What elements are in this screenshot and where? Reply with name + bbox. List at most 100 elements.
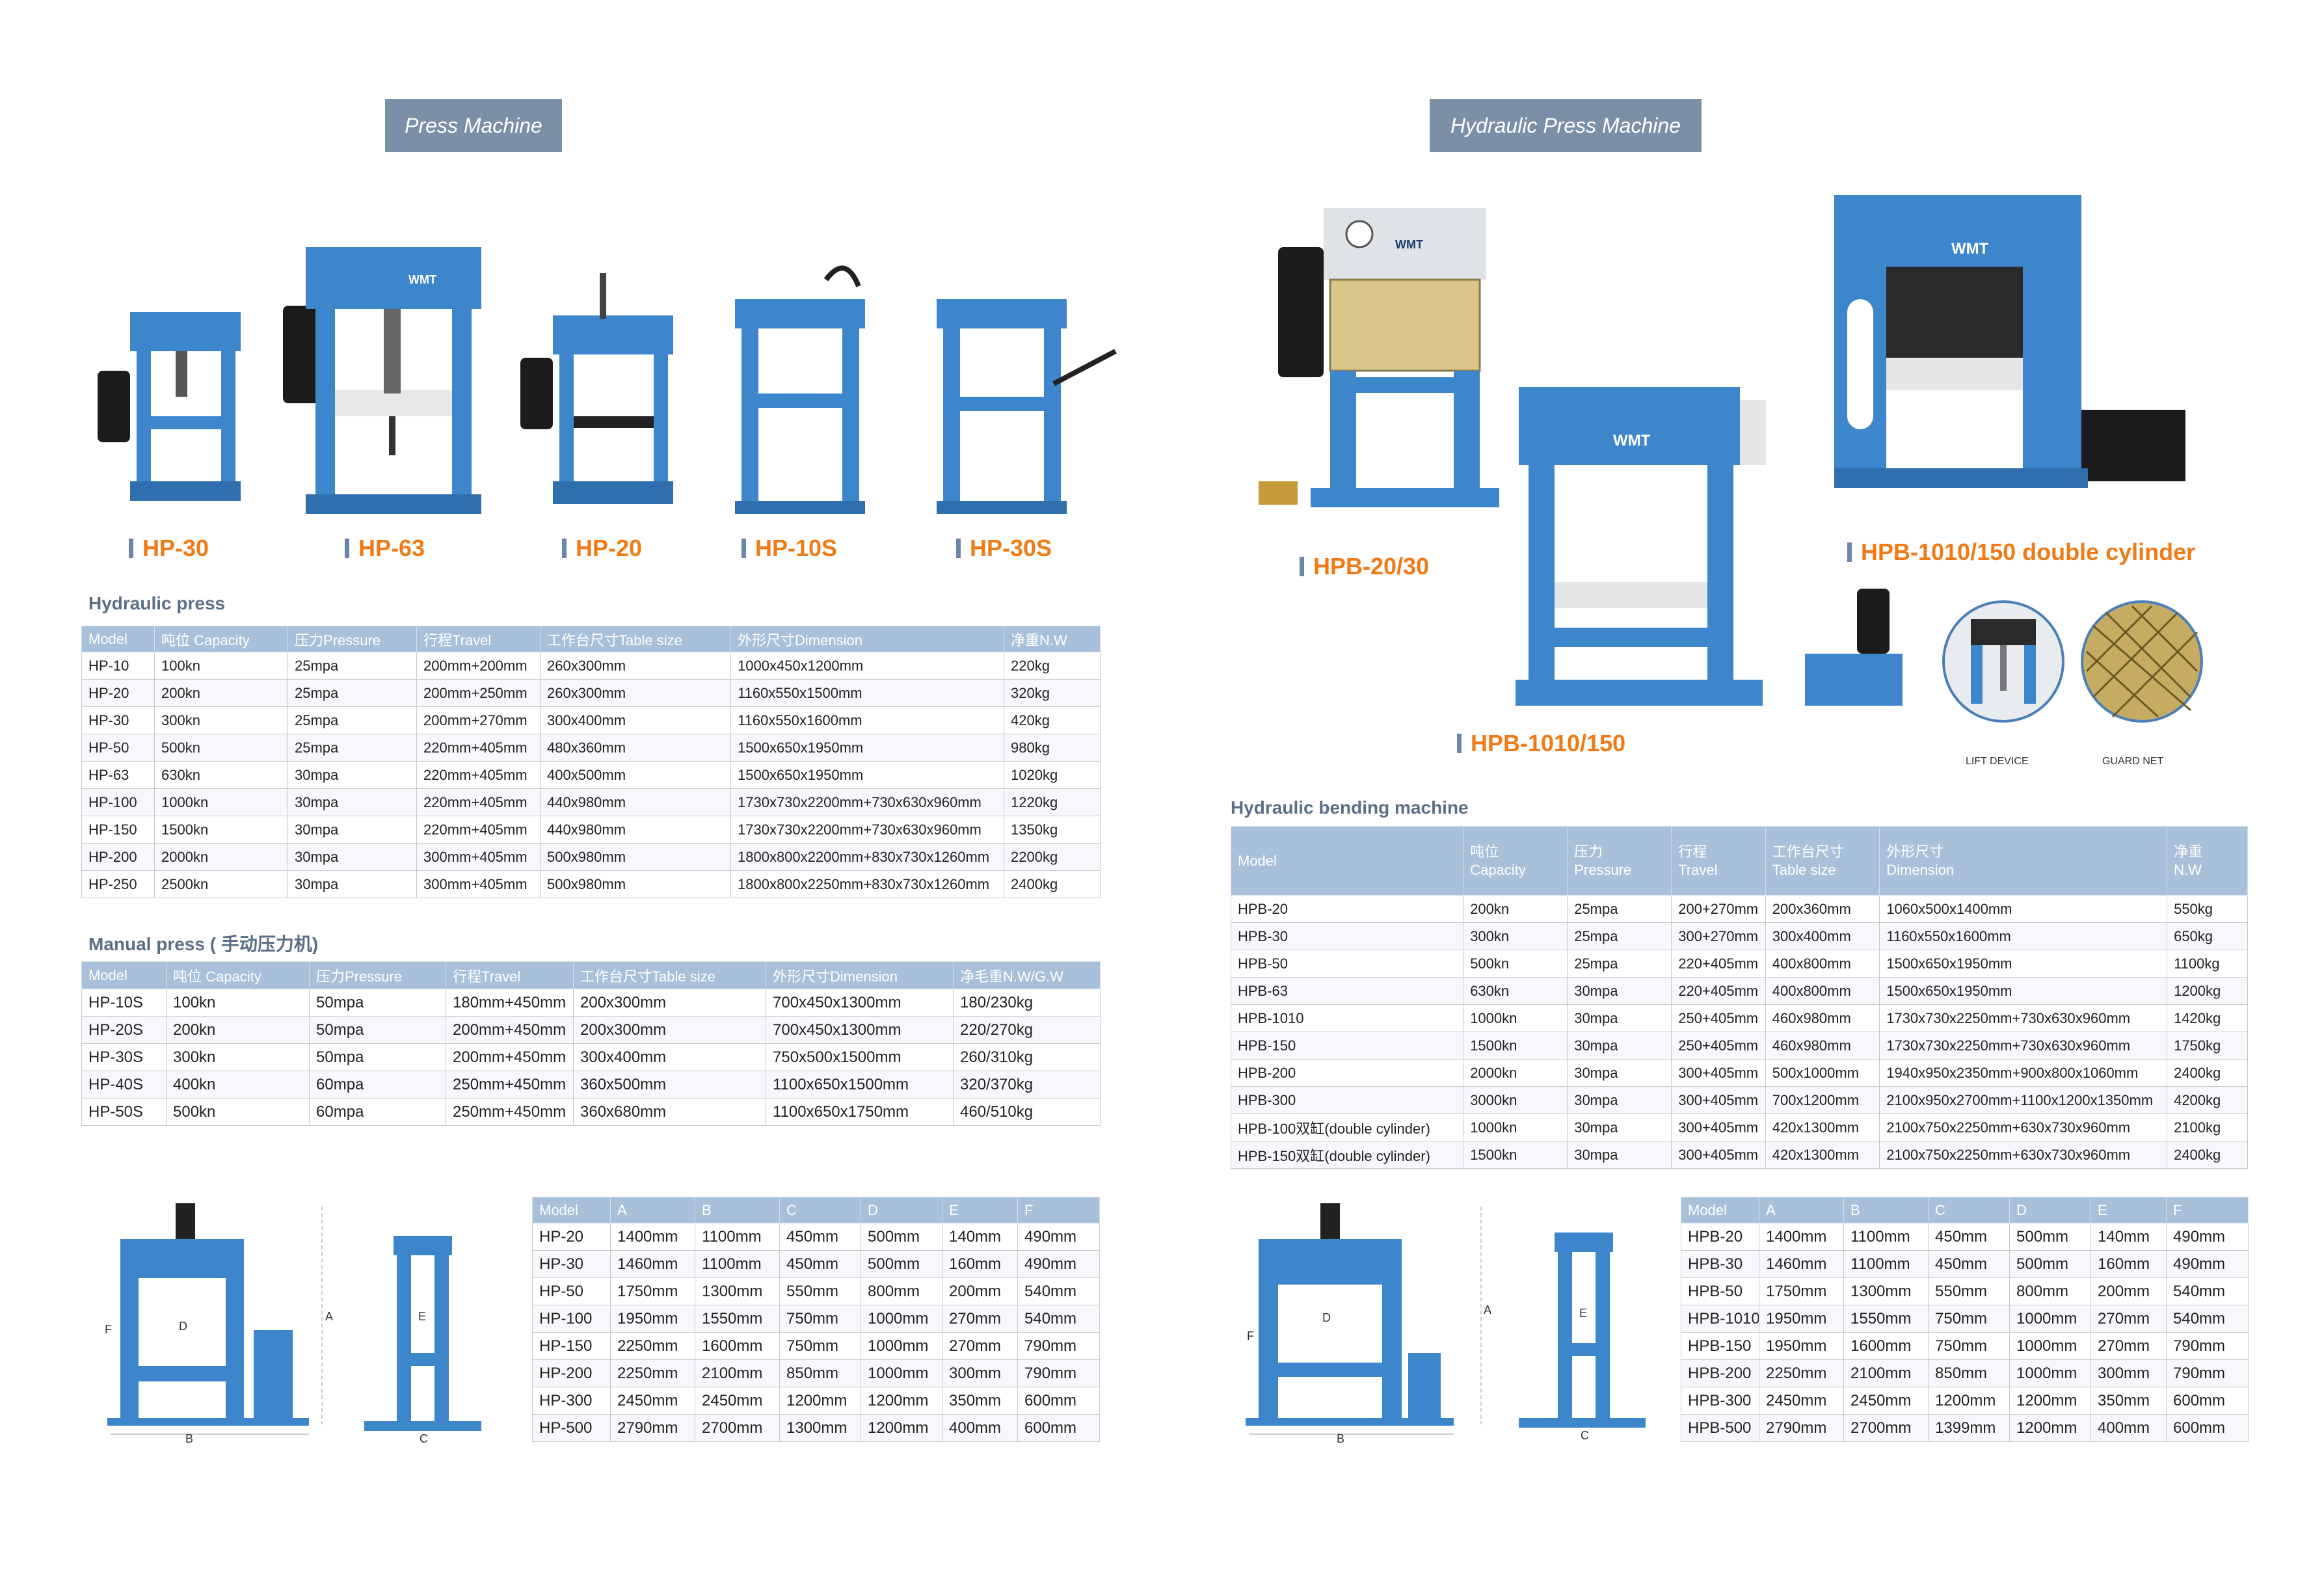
guard-net-caption: GUARD NET bbox=[2102, 756, 2164, 767]
table-cell: HPB-150 bbox=[1681, 1332, 1759, 1360]
table-cell: HP-10 bbox=[81, 652, 155, 680]
table-cell: 1800x800x2250mm+830x730x1260mm bbox=[730, 870, 1004, 898]
table-cell: 1300mm bbox=[1843, 1277, 1929, 1305]
table-cell: 2450mm bbox=[610, 1387, 695, 1415]
table-cell: HPB-30 bbox=[1681, 1250, 1759, 1278]
table-cell: 50mpa bbox=[309, 1043, 446, 1071]
col-header: 净毛重N.W/G.W bbox=[953, 961, 1101, 989]
table-cell: 1160x550x1600mm bbox=[1879, 922, 2168, 950]
col-header: 行程Travel bbox=[416, 626, 541, 652]
table-cell: HP-50S bbox=[81, 1098, 167, 1126]
table-cell: 270mm bbox=[942, 1332, 1018, 1360]
col-header: 净重N.W bbox=[1004, 626, 1101, 652]
table-cell: 2450mm bbox=[1759, 1387, 1844, 1415]
table-cell: 1750mm bbox=[1759, 1277, 1844, 1305]
table-cell: 220mm+405mm bbox=[416, 734, 541, 762]
table-cell: 550kg bbox=[2167, 895, 2248, 923]
table-cell: HP-10S bbox=[81, 989, 167, 1017]
table-cell: 1950mm bbox=[1759, 1332, 1844, 1360]
dim-letter-a: A bbox=[325, 1310, 333, 1323]
table-cell: 1800x800x2200mm+830x730x1260mm bbox=[730, 843, 1004, 871]
table-cell: 420x1300mm bbox=[1765, 1141, 1880, 1169]
table-cell: 540mm bbox=[1017, 1305, 1100, 1333]
col-header: A bbox=[1759, 1197, 1844, 1223]
table-cell: 1400mm bbox=[610, 1223, 695, 1251]
table-cell: 1100x650x1500mm bbox=[766, 1071, 954, 1099]
table-cell: 260x300mm bbox=[540, 652, 731, 680]
table-cell: 250+405mm bbox=[1671, 1004, 1766, 1032]
col-header: 压力Pressure bbox=[287, 626, 417, 652]
col-header: F bbox=[2166, 1197, 2249, 1223]
table-cell: 700x450x1300mm bbox=[766, 989, 954, 1017]
col-header: 吨位 Capacity bbox=[166, 961, 310, 989]
table-cell: 300mm+405mm bbox=[416, 843, 541, 871]
hp-20-illustration bbox=[520, 273, 673, 504]
table-cell: 200x300mm bbox=[573, 989, 766, 1017]
table-cell: HP-200 bbox=[532, 1359, 611, 1387]
table-cell: HP-50 bbox=[81, 734, 155, 762]
table-cell: 490mm bbox=[2166, 1250, 2249, 1278]
manual-press-table: Model 吨位 Capacity 压力Pressure 行程Travel 工作… bbox=[81, 961, 1101, 1126]
manual-press-title: Manual press ( 手动压力机) bbox=[88, 934, 319, 954]
col-header: 行程Travel bbox=[446, 961, 574, 989]
table-cell: 600mm bbox=[2166, 1414, 2249, 1442]
dim-letter-f-right: F bbox=[1247, 1329, 1254, 1342]
table-cell: 2100x950x2700mm+1100x1200x1350mm bbox=[1879, 1086, 2168, 1114]
table-cell: 980kg bbox=[1004, 734, 1101, 762]
table-cell: HPB-200 bbox=[1230, 1059, 1464, 1087]
table-cell: 440x980mm bbox=[540, 816, 731, 844]
table-cell: 1300mm bbox=[779, 1414, 861, 1442]
table-cell: 300mm bbox=[942, 1359, 1018, 1387]
table-cell: 2100kg bbox=[2167, 1114, 2248, 1141]
col-header: B bbox=[1843, 1197, 1929, 1223]
table-cell: 200kn bbox=[154, 679, 288, 707]
table-cell: 250+405mm bbox=[1671, 1032, 1766, 1060]
table-cell: 220+405mm bbox=[1671, 977, 1766, 1005]
table-cell: 2200kg bbox=[1004, 843, 1101, 871]
table-cell: HP-300 bbox=[532, 1387, 611, 1415]
col-header: A bbox=[610, 1197, 695, 1223]
wmt-logo-text-3: WMT bbox=[1613, 432, 1651, 449]
table-cell: 1460mm bbox=[610, 1250, 695, 1278]
hp-30-illustration bbox=[98, 312, 241, 501]
table-cell: 750x500x1500mm bbox=[766, 1043, 954, 1071]
table-cell: 750mm bbox=[779, 1305, 861, 1333]
table-cell: HPB-50 bbox=[1230, 950, 1464, 978]
table-cell: 60mpa bbox=[309, 1098, 446, 1126]
table-cell: 500mm bbox=[2009, 1250, 2091, 1278]
table-cell: 160mm bbox=[942, 1250, 1018, 1278]
table-cell: 200x300mm bbox=[573, 1016, 766, 1044]
table-cell: 1000x450x1200mm bbox=[730, 652, 1004, 680]
hydraulic-press-machine-tag: Hydraulic Press Machine bbox=[1430, 99, 1702, 152]
table-cell: 30mpa bbox=[287, 761, 417, 789]
table-cell: 1000mm bbox=[861, 1305, 942, 1333]
table-cell: 270mm bbox=[942, 1305, 1018, 1333]
table-cell: HPB-300 bbox=[1681, 1387, 1759, 1415]
table-cell: 260/310kg bbox=[953, 1043, 1101, 1071]
table-cell: 300kn bbox=[166, 1043, 310, 1071]
table-cell: 700x450x1300mm bbox=[766, 1016, 954, 1044]
col-header: Model bbox=[81, 961, 167, 989]
table-cell: 1730x730x2250mm+730x630x960mm bbox=[1879, 1004, 2168, 1032]
table-cell: 2000kn bbox=[1463, 1059, 1568, 1087]
table-cell: 30mpa bbox=[1567, 977, 1672, 1005]
table-cell: HP-250 bbox=[81, 870, 155, 898]
table-cell: 1950mm bbox=[610, 1305, 695, 1333]
model-label-hpb-double-cylinder: HPB-1010/150 double cylinder bbox=[1847, 539, 2195, 566]
table-cell: HPB-20 bbox=[1681, 1223, 1759, 1251]
table-header-row: Model 吨位 Capacity 压力Pressure 行程Travel 工作… bbox=[81, 961, 1101, 989]
table-cell: 1000kn bbox=[154, 788, 288, 816]
table-cell: HP-20 bbox=[81, 679, 155, 707]
table-cell: 30mpa bbox=[1567, 1004, 1672, 1032]
